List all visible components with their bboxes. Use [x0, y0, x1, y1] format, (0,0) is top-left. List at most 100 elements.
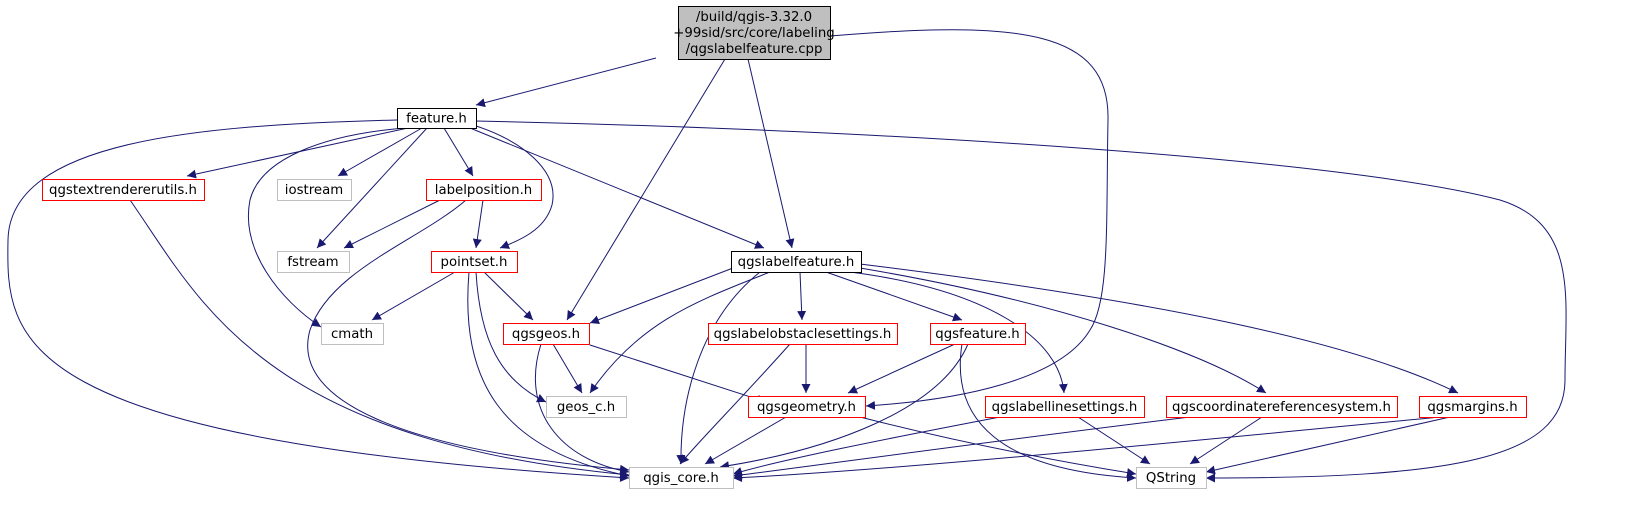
node-cmath[interactable]: cmath	[321, 323, 384, 345]
node-qgsgeometry_h[interactable]: qgsgeometry.h	[748, 396, 866, 418]
node-qgstextrendererutils_h[interactable]: qgstextrendererutils.h	[42, 179, 205, 201]
edge-feature_h-to-QString	[475, 120, 1567, 483]
edge-qgsfeature_h-to-qgis_core_h	[719, 343, 969, 471]
node-box	[930, 323, 1026, 345]
node-box	[629, 467, 734, 489]
edge-qgsmargins_h-to-qgis_core_h	[732, 416, 1441, 483]
edge-qgslabelfeature_h-to-qgsmargins_h	[859, 263, 1459, 394]
node-label: qgstextrendererutils.h	[49, 183, 197, 198]
edge-qgsgeos_h-to-qgis_core_h	[534, 343, 630, 475]
edge-root-to-qgsgeos_h	[566, 58, 726, 321]
edge-qgslabelfeature_h-to-qgslabelobstaclesettings_h	[797, 271, 807, 321]
node-qgslabellinesettings_h[interactable]: qgslabellinesettings.h	[985, 396, 1145, 418]
node-labelposition_h[interactable]: labelposition.h	[426, 179, 542, 201]
node-qgslabelfeature_h[interactable]: qgslabelfeature.h	[731, 251, 862, 273]
edge-qgslabellinesettings_h-to-QString	[1077, 416, 1151, 465]
node-label: qgsgeometry.h	[757, 400, 856, 415]
node-box	[1136, 467, 1207, 489]
node-qgslabelobstaclesettings_h[interactable]: qgslabelobstaclesettings.h	[708, 323, 898, 345]
node-feature_h[interactable]: feature.h	[397, 108, 477, 129]
node-box	[42, 179, 205, 201]
node-iostream[interactable]: iostream	[277, 179, 352, 201]
edge-pointset_h-to-qgis_core_h	[467, 271, 630, 479]
node-qgsgeos_h[interactable]: qgsgeos.h	[503, 323, 590, 345]
edge-qgsfeature_h-to-QString	[959, 343, 1137, 482]
edge-qgslabelfeature_h-to-qgis_core_h	[676, 271, 761, 465]
node-label: feature.h	[406, 112, 467, 127]
edge-qgsgeometry_h-to-QString	[859, 416, 1137, 477]
edge-feature_h-to-cmath	[248, 127, 406, 328]
node-qgis_core_h[interactable]: qgis_core.h	[629, 467, 734, 489]
node-label: /qgslabelfeature.cpp	[686, 42, 823, 57]
node-label: qgsfeature.h	[935, 327, 1019, 342]
edge-labelposition_h-to-fstream	[343, 199, 441, 249]
node-label: qgslabelobstaclesettings.h	[714, 327, 892, 342]
node-box	[431, 251, 518, 273]
node-box	[277, 251, 350, 273]
node-root[interactable]: /build/qgis-3.32.0+99sid/src/core/labeli…	[673, 6, 835, 60]
node-box	[321, 323, 384, 345]
edge-qgslabellinesettings_h-to-qgis_core_h	[732, 416, 1001, 476]
edge-feature_h-to-pointset_h	[475, 125, 554, 249]
edge-qgsgeometry_h-to-qgis_core_h	[704, 416, 787, 465]
edge-feature_h-to-qgis_core_h	[7, 119, 630, 482]
node-geos_c_h[interactable]: geos_c.h	[546, 396, 627, 418]
node-box	[397, 108, 477, 129]
edge-qgslabelfeature_h-to-qgslabellinesettings_h	[849, 271, 1068, 394]
node-box	[731, 251, 862, 273]
edge-qgstextrendererutils_h-to-qgis_core_h	[129, 199, 630, 479]
node-box	[1419, 396, 1527, 418]
edge-qgsgeos_h-to-geos_c_h	[552, 343, 583, 394]
node-label: iostream	[285, 183, 343, 198]
edge-qgsmargins_h-to-QString	[1205, 416, 1451, 475]
edge-root-to-qgsgeometry_h	[829, 29, 1109, 410]
node-box	[546, 396, 627, 418]
node-box	[1166, 396, 1398, 418]
node-box	[503, 323, 590, 345]
edge-feature_h-to-iostream	[337, 127, 423, 177]
node-layer: /build/qgis-3.32.0+99sid/src/core/labeli…	[42, 6, 1527, 489]
node-QString[interactable]: QString	[1136, 467, 1207, 489]
node-box	[277, 179, 352, 201]
edge-qgsfeature_h-to-qgsgeometry_h	[847, 343, 956, 394]
node-box	[748, 396, 866, 418]
edge-qgsgeos_h-to-qgsgeometry_h	[589, 344, 767, 404]
node-label: QString	[1146, 471, 1196, 486]
node-box	[985, 396, 1145, 418]
node-label: +99sid/src/core/labeling	[673, 26, 835, 41]
node-label: pointset.h	[441, 255, 508, 270]
edge-root-to-feature_h	[475, 57, 657, 108]
node-qgsmargins_h[interactable]: qgsmargins.h	[1419, 396, 1527, 418]
edge-pointset_h-to-cmath	[371, 271, 456, 321]
edge-labelposition_h-to-pointset_h	[472, 199, 484, 249]
edge-qgscoordinatereferencesystem_h-to-QString	[1189, 416, 1263, 465]
edge-qgslabelfeature_h-to-qgsfeature_h	[825, 271, 963, 322]
edge-qgslabelobstaclesettings_h-to-qgis_core_h	[679, 343, 791, 465]
node-qgscoordinatereferencesystem_h[interactable]: qgscoordinatereferencesystem.h	[1166, 396, 1398, 418]
node-label: qgsmargins.h	[1427, 400, 1517, 415]
node-label: /build/qgis-3.32.0	[696, 10, 812, 25]
edge-feature_h-to-fstream	[316, 127, 428, 249]
node-label: qgscoordinatereferencesystem.h	[1172, 400, 1391, 415]
node-qgsfeature_h[interactable]: qgsfeature.h	[930, 323, 1026, 345]
node-label: fstream	[287, 255, 338, 270]
node-label: qgis_core.h	[643, 471, 719, 486]
node-label: labelposition.h	[435, 183, 532, 198]
edge-feature_h-to-qgslabelfeature_h	[469, 127, 765, 249]
node-label: geos_c.h	[557, 400, 615, 415]
edge-qgslabelfeature_h-to-qgsgeos_h	[589, 267, 734, 324]
node-pointset_h[interactable]: pointset.h	[431, 251, 518, 273]
edge-pointset_h-to-geos_c_h	[475, 271, 547, 403]
edge-qgslabelfeature_h-to-geos_c_h	[589, 271, 771, 394]
node-label: qgslabellinesettings.h	[992, 400, 1138, 415]
node-label: qgslabelfeature.h	[738, 255, 855, 270]
edge-qgslabelfeature_h-to-qgscoordinatereferencesystem_h	[859, 267, 1267, 394]
node-box	[426, 179, 542, 201]
node-label: qgsgeos.h	[512, 327, 580, 342]
edge-qgscoordinatereferencesystem_h-to-qgis_core_h	[732, 416, 1191, 480]
node-fstream[interactable]: fstream	[277, 251, 350, 273]
edge-feature_h-to-labelposition_h	[443, 127, 474, 177]
node-box	[708, 323, 898, 345]
node-label: cmath	[331, 327, 373, 342]
